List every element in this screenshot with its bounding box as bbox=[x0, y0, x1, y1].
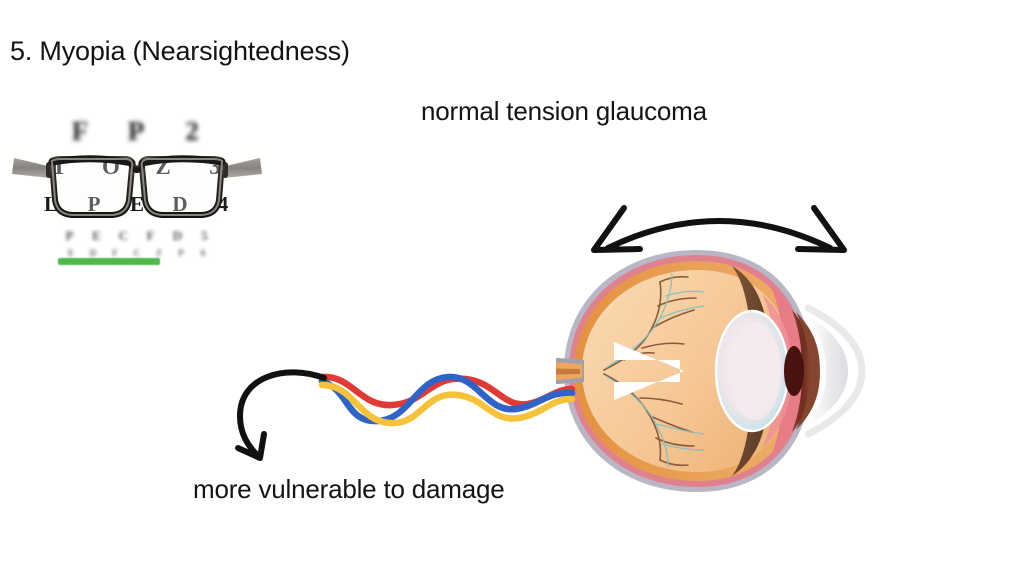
iris-outer bbox=[796, 312, 820, 430]
chart-letter: D bbox=[172, 228, 183, 243]
chart-letter: 4 bbox=[217, 192, 229, 216]
retinal-vessel-tree bbox=[603, 273, 705, 467]
chart-letter: 5 bbox=[201, 228, 208, 243]
stretched-nerve-fiber-bundle bbox=[318, 373, 576, 427]
chart-letter: F bbox=[112, 248, 118, 258]
chart-row: P E C F D 5 bbox=[8, 228, 266, 244]
optic-disc-pointer-arrow bbox=[614, 342, 684, 400]
chart-letter: 6 bbox=[200, 248, 206, 258]
eye-chart-with-glasses-image: F P 2 T O Z 3 L P E D 4 P E C F bbox=[8, 112, 266, 277]
chart-letter: F bbox=[146, 228, 155, 243]
chart-highlight-bar bbox=[58, 258, 160, 265]
page-title: 5. Myopia (Nearsightedness) bbox=[10, 36, 350, 66]
chart-letter: C bbox=[118, 228, 129, 243]
eyeball-cross-section-diagram bbox=[556, 250, 866, 492]
chart-row: F P 2 bbox=[8, 116, 266, 147]
chart-letter: Z bbox=[155, 248, 162, 258]
cornea-outline bbox=[804, 304, 866, 438]
chart-letter: E bbox=[129, 192, 144, 216]
curved-hook-arrow-to-caption bbox=[235, 369, 327, 461]
pupil bbox=[784, 346, 804, 396]
chart-letter: E bbox=[92, 228, 101, 243]
cornea bbox=[804, 314, 848, 428]
glaucoma-annotation-label: normal tension glaucoma bbox=[421, 96, 707, 126]
double-headed-stretch-arrow bbox=[591, 205, 847, 253]
chart-letter: D bbox=[172, 192, 188, 216]
chart-letter: 3 bbox=[209, 154, 221, 179]
chart-letter: D bbox=[89, 248, 97, 258]
chart-letter: P bbox=[127, 116, 147, 146]
chart-letter: P bbox=[65, 228, 74, 243]
chart-letter: F bbox=[71, 116, 91, 146]
lens-core bbox=[729, 322, 781, 420]
chart-letter: P bbox=[178, 248, 184, 258]
chart-letter: C bbox=[133, 248, 141, 258]
optic-nerve bbox=[556, 357, 584, 385]
blue-nerve-strand bbox=[318, 373, 576, 425]
chart-letter: 2 bbox=[185, 116, 201, 146]
yellow-nerve-strand bbox=[318, 381, 576, 427]
chart-letter: E bbox=[67, 248, 74, 258]
chart-row: E D F C Z P 6 bbox=[8, 248, 266, 258]
vulnerability-annotation-label: more vulnerable to damage bbox=[193, 474, 505, 504]
chart-letter: P bbox=[87, 192, 101, 216]
eyeglasses-graphic bbox=[12, 155, 262, 218]
